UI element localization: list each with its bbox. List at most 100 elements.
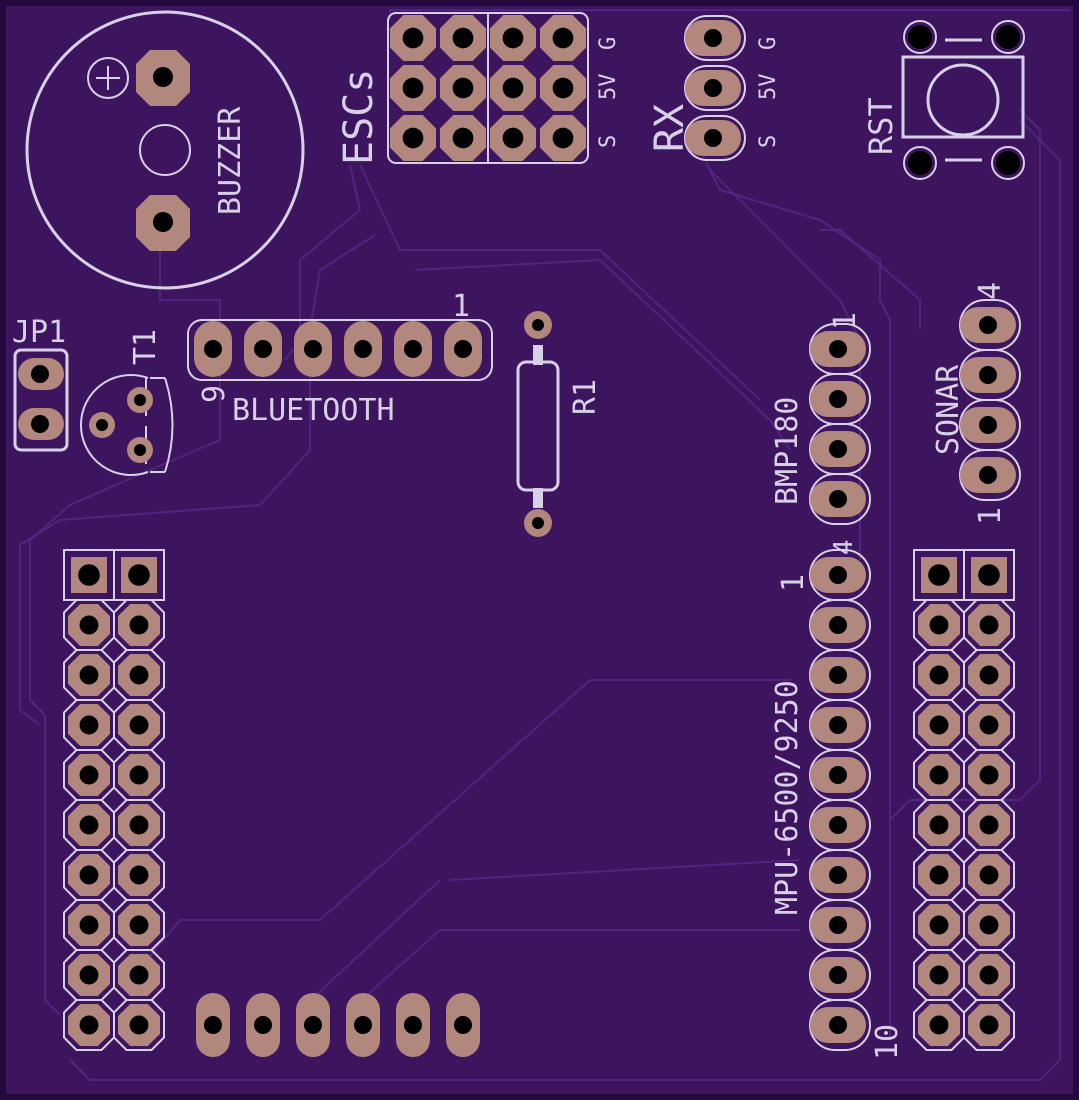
drill-hole xyxy=(829,816,847,834)
drill-hole xyxy=(79,965,99,985)
drill-hole xyxy=(79,915,99,935)
drill-hole xyxy=(129,765,149,785)
drill-hole xyxy=(979,316,997,334)
drill-hole xyxy=(829,1016,847,1034)
t1-transistor: T1 xyxy=(80,329,174,476)
drill-hole xyxy=(204,1016,222,1034)
esc-s-label: S xyxy=(596,135,621,148)
pad-outline xyxy=(913,999,965,1051)
drill-hole xyxy=(979,466,997,484)
pad-outline xyxy=(113,999,165,1051)
drill-hole xyxy=(704,79,722,97)
drill-hole xyxy=(402,27,424,49)
r1-label: R1 xyxy=(568,379,603,415)
drill-hole xyxy=(929,665,949,685)
bluetooth-header: 1 6 BLUETOOTH xyxy=(187,289,493,428)
drill-hole xyxy=(304,1016,322,1034)
bluetooth-outline xyxy=(187,319,493,381)
t1-label: T1 xyxy=(128,329,163,365)
drill-hole xyxy=(929,865,949,885)
rx-header: RX G 5V S xyxy=(647,15,781,161)
buzzer: BUZZER xyxy=(25,10,305,290)
drill-hole xyxy=(829,340,847,358)
drill-hole xyxy=(79,665,99,685)
rx-g-label: G xyxy=(756,37,781,50)
bmp180-label: BMP180 xyxy=(770,397,805,505)
drill-hole xyxy=(552,77,574,99)
drill-hole xyxy=(829,390,847,408)
drill-hole xyxy=(354,340,372,358)
board-surface xyxy=(6,6,1073,1094)
drill-hole xyxy=(979,366,997,384)
drill-hole xyxy=(929,815,949,835)
drill-hole xyxy=(929,765,949,785)
drill-hole xyxy=(929,715,949,735)
drill-hole xyxy=(979,965,999,985)
drill-hole xyxy=(129,965,149,985)
mpu-pin1-label: 1 xyxy=(776,574,811,592)
mpu-pin10-label: 10 xyxy=(870,1024,905,1060)
drill-hole xyxy=(254,1016,272,1034)
drill-hole xyxy=(404,1016,422,1034)
drill-hole xyxy=(452,127,474,149)
drill-hole xyxy=(829,440,847,458)
drill-hole xyxy=(704,29,722,47)
drill-hole xyxy=(979,416,997,434)
sonar-header: SONAR 4 1 xyxy=(931,282,1021,525)
jp1-jumper: JP1 xyxy=(12,315,69,452)
drill-hole xyxy=(929,915,949,935)
mpu-header: MPU-6500/9250 1 10 xyxy=(770,549,905,1060)
drill-hole xyxy=(304,340,322,358)
bottom-header xyxy=(196,993,480,1057)
drill-hole xyxy=(829,616,847,634)
drill-hole xyxy=(704,129,722,147)
drill-hole xyxy=(829,916,847,934)
drill-hole xyxy=(129,915,149,935)
drill-hole xyxy=(254,340,272,358)
drill-hole xyxy=(552,27,574,49)
rx-s-label: S xyxy=(756,135,781,148)
drill-hole xyxy=(404,340,422,358)
drill-hole xyxy=(979,665,999,685)
drill-hole xyxy=(79,865,99,885)
drill-hole xyxy=(929,965,949,985)
sonar-pin4-label: 4 xyxy=(973,282,1008,300)
drill-hole xyxy=(129,1015,149,1035)
drill-hole xyxy=(552,127,574,149)
drill-hole xyxy=(979,915,999,935)
drill-hole xyxy=(829,766,847,784)
esc-header: ESCs G 5V S xyxy=(336,12,621,165)
drill-hole xyxy=(129,815,149,835)
sonar-pin1-label: 1 xyxy=(973,507,1008,525)
drill-hole xyxy=(79,715,99,735)
right-header xyxy=(913,549,1015,1051)
rx-5v-label: 5V xyxy=(756,74,781,101)
bluetooth-label: BLUETOOTH xyxy=(232,393,395,428)
reset-button: RST xyxy=(862,20,1025,180)
escs-label: ESCs xyxy=(336,69,382,165)
drill-hole xyxy=(78,564,100,586)
drill-hole xyxy=(929,615,949,635)
drill-hole xyxy=(829,666,847,684)
drill-hole xyxy=(79,765,99,785)
jp1-label: JP1 xyxy=(12,315,66,350)
drill-hole xyxy=(128,564,150,586)
drill-hole xyxy=(928,564,950,586)
drill-hole xyxy=(452,27,474,49)
drill-hole xyxy=(979,615,999,635)
drill-hole xyxy=(452,77,474,99)
drill-hole xyxy=(829,490,847,508)
drill-hole xyxy=(129,715,149,735)
drill-hole xyxy=(204,340,222,358)
drill-hole xyxy=(979,865,999,885)
drill-hole xyxy=(979,715,999,735)
drill-hole xyxy=(829,966,847,984)
drill-hole xyxy=(929,1015,949,1035)
drill-hole xyxy=(502,77,524,99)
drill-hole xyxy=(502,27,524,49)
left-header xyxy=(63,549,165,1051)
pad-outline xyxy=(963,999,1015,1051)
drill-hole xyxy=(979,1015,999,1035)
r1-resistor: R1 xyxy=(516,311,603,537)
